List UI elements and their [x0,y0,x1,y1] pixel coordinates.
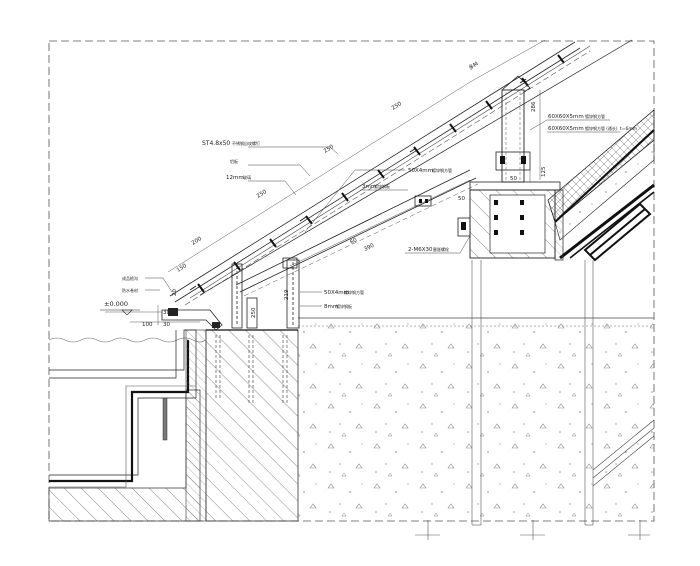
gutter-section [48,308,299,522]
plate3-note: 镀锌钢板 [374,183,390,189]
eave-note-1: 成品檐沟 [122,275,138,281]
support-posts [231,259,300,329]
tube50b-note: 镀锌钢方管 [344,289,364,295]
dim-219: 219 [284,289,290,300]
dim-250d: 250 [251,307,257,318]
tube50b-label: 50X4mm [324,290,349,296]
tube60b-suffix: t=6mm [620,126,637,132]
dim-50b: 50 [458,196,465,202]
dim-286: 286 [531,101,537,112]
dim-100: 100 [142,322,153,328]
dim-390: 390 [363,243,376,253]
steel-frame-block [457,75,561,259]
sloped-roof [167,39,633,306]
bolt-note: 膨胀螺栓 [433,246,449,252]
dim-30b: 30 [163,310,170,316]
screw-note: 不锈钢自攻螺钉 [232,140,260,146]
plate8-note: 镀锌钢板 [336,303,352,309]
dim-20: 20 [172,289,178,296]
dimension-text: 多M 250 250 250 200 286 125 50 60 390 219… [142,59,547,328]
inclined-beam [235,169,479,297]
dim-top: 多M [467,59,480,71]
right-roof-assembly [547,109,655,487]
leader-lines [145,119,620,307]
screw-label: ST4.8x50 [202,140,230,147]
axis-markers [415,520,650,540]
column-lines [471,260,594,526]
tube60a-label: 60X60X5mm [548,114,584,120]
tube60b-note: 镀锌钢方管 (通长) [585,125,618,131]
glass-label: 12mm [226,175,244,181]
labels: ST4.8x50 不锈钢自攻螺钉 铝板 12mm 玻璃 50X4mm 镀锌钢方管… [122,113,637,310]
tube60b-label: 60X60X5mm [548,126,584,132]
elevation-label: ±0.000 [104,300,128,308]
dim-150: 150 [176,263,189,274]
tube50-label: 50X4mm [408,168,433,174]
plate3-label: 3mm [362,184,376,190]
concrete-slab [298,317,654,521]
dim-250a: 250 [391,101,404,112]
plate8-label: 8mm [324,304,338,310]
glass-note: 玻璃 [243,174,251,180]
dim-50a: 50 [510,176,517,182]
note-a: 铝板 [230,158,238,164]
dimension-lines [105,90,541,325]
dim-30a: 30 [163,322,170,328]
dim-60: 60 [349,237,358,246]
tube50-note: 镀锌钢方管 [432,167,452,173]
dim-250c: 250 [256,189,269,200]
dim-125: 125 [541,166,547,177]
dim-250b: 250 [323,144,336,155]
elevation-marker: ±0.000 [100,300,140,316]
tube60a-note: 镀锌钢方管 [585,113,605,119]
eave-note-2: 防水卷材 [122,287,138,293]
dim-200: 200 [191,236,204,247]
bolt-label: 2-M6X30 [408,247,433,253]
